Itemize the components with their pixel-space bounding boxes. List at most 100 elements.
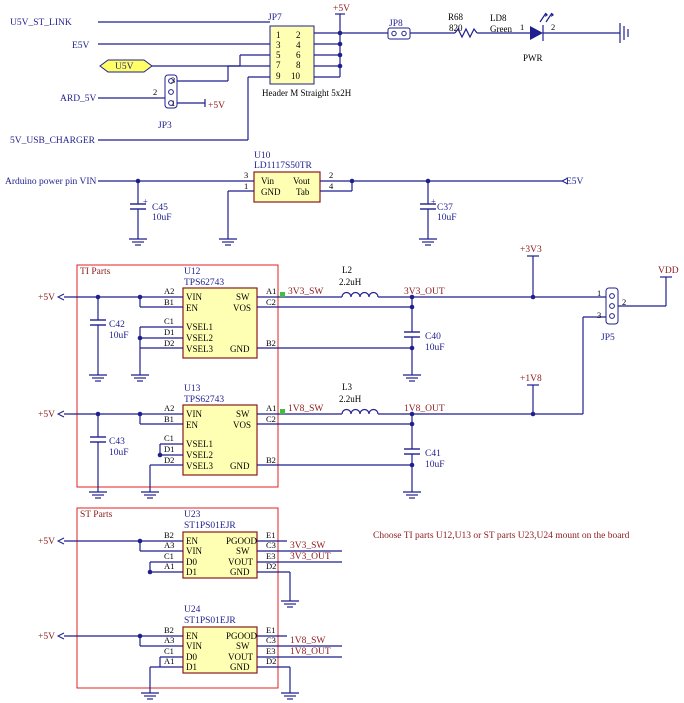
jp5-pin2: 2 [622, 297, 626, 307]
u12-vsel1: VSEL1 [186, 322, 213, 332]
net-vdd-label: VDD [658, 266, 679, 276]
net-e5v-label: E5V [72, 41, 90, 51]
u23-pin-e1: E1 [266, 530, 275, 540]
u23-pin-c3: C3 [266, 540, 276, 550]
u13-ref: U13 [184, 384, 201, 394]
u13-gnd: GND [230, 461, 250, 471]
u24-pin-d2: D2 [266, 656, 276, 666]
l2-ref: L2 [342, 265, 352, 275]
u24-vout: VOUT [228, 652, 253, 662]
u24-pin-c3: C3 [266, 635, 276, 645]
u10-pin3: 3 [244, 170, 248, 180]
u23-sw-net-label: 3V3_SW [290, 541, 325, 551]
jp7-pin9: 9 [276, 71, 281, 81]
net-3v3-label: +3V3 [520, 245, 542, 255]
jp3-pin3: 3 [171, 75, 175, 85]
u12-value: TPS62743 [184, 278, 224, 288]
u12-pin-c1: C1 [164, 316, 174, 326]
ld8-pin1: 1 [520, 22, 524, 32]
u12-pin-b1: B1 [164, 297, 174, 307]
parts-note: Choose TI parts U12,U13 or ST parts U23,… [373, 531, 630, 541]
c45-value: 10uF [152, 213, 172, 223]
l3-inductor [341, 408, 379, 415]
u12-gnd: GND [230, 344, 250, 354]
u23-pin-b2: B2 [164, 530, 174, 540]
l3-ref: L3 [342, 382, 352, 392]
jp7-pin8: 8 [296, 60, 301, 70]
u13-vsel1: VSEL1 [186, 439, 213, 449]
vdd-selection-section: +3V3 +1V8 1 2 3 JP5 VDD [520, 245, 679, 417]
c37-value: 10uF [437, 213, 457, 223]
c43-value: 10uF [109, 448, 129, 458]
u13-sw: SW [236, 409, 250, 419]
u23-pin-a3: A3 [164, 540, 174, 550]
net-u5v-label: U5V [115, 62, 134, 72]
u23-pgood: PGOOD [226, 536, 258, 546]
jp7-pin4: 4 [296, 40, 301, 50]
u23-pin-a1: A1 [164, 561, 174, 571]
u23-5v-label: +5V [38, 537, 55, 547]
u24-pin-a3: A3 [164, 635, 174, 645]
jp3-body [164, 74, 178, 109]
c42-value: 10uF [109, 331, 129, 341]
u12-pin-a1: A1 [266, 286, 276, 296]
u23-body [182, 531, 258, 579]
u13-body [182, 404, 258, 476]
ld8-ref: LD8 [490, 13, 507, 23]
net-arduino-vin-label: Arduino power pin VIN [5, 177, 97, 187]
u23-gnd: GND [230, 567, 250, 577]
u13-pin-b1: B1 [164, 414, 174, 424]
u24-d0: D0 [186, 652, 197, 662]
u12-sw: SW [236, 292, 250, 302]
c43-ref: C43 [109, 437, 125, 447]
u12-pin-d1: D1 [164, 327, 174, 337]
u24-pgood: PGOOD [226, 631, 258, 641]
u13-vsel3: VSEL3 [186, 461, 214, 471]
u24-vin: VIN [186, 641, 202, 651]
u23-ref: U23 [184, 510, 201, 520]
c37-ref: C37 [437, 203, 453, 213]
u24-ref: U24 [184, 605, 201, 615]
ld8-pwr-label: PWR [523, 53, 543, 63]
jp7-pin7: 7 [276, 60, 281, 70]
jp8-ref: JP8 [389, 19, 403, 29]
u12-out-net-label: 3V3_OUT [404, 287, 445, 297]
u13-pin-c2: C2 [266, 414, 276, 424]
jp7-pin2: 2 [296, 30, 301, 40]
svg-text:+: + [431, 196, 436, 206]
c40-value: 10uF [425, 343, 445, 353]
u24-pin-e3: E3 [266, 646, 275, 656]
u12-vsel3: VSEL3 [186, 344, 214, 354]
u10-ref: U10 [254, 151, 271, 161]
l3-value: 2.2uH [339, 394, 362, 404]
u24-pin-b2: B2 [164, 625, 174, 635]
u23-d0: D0 [186, 557, 197, 567]
jp7-value: Header M Straight 5x2H [262, 88, 352, 98]
u10-vout: Vout [293, 176, 310, 186]
u23-en: EN [186, 536, 198, 546]
jp7-pin1: 1 [276, 30, 281, 40]
jp8-body [387, 27, 411, 40]
net-usb-charger-label: 5V_USB_CHARGER [10, 136, 96, 146]
st-parts-box [76, 507, 279, 689]
u12-sw-net-label: 3V3_SW [288, 287, 323, 297]
ti-parts-region: TI Parts U12 TPS62743 VIN EN VSEL1 VSEL2… [38, 264, 583, 499]
u13-pin-c1: C1 [164, 433, 174, 443]
u24-pin-c1: C1 [164, 646, 174, 656]
r68-value: 820 [449, 23, 463, 33]
u24-gnd: GND [230, 662, 250, 672]
u12-pin-b2: B2 [266, 338, 276, 348]
u10-gnd: GND [261, 187, 281, 197]
u23-d1: D1 [186, 567, 197, 577]
jp7-pin6: 6 [296, 50, 301, 60]
jp3-5v-label: +5V [208, 101, 225, 111]
u24-pin-e1: E1 [266, 625, 275, 635]
u12-vin: VIN [186, 292, 202, 302]
u13-out-net-label: 1V8_OUT [404, 404, 445, 414]
u10-e5v-label: E5V [566, 177, 584, 187]
u23-vin: VIN [186, 546, 202, 556]
u23-vout: VOUT [228, 557, 253, 567]
c42-ref: C42 [109, 320, 125, 330]
u13-pin-a2: A2 [164, 403, 174, 413]
u10-pin2: 2 [329, 170, 333, 180]
